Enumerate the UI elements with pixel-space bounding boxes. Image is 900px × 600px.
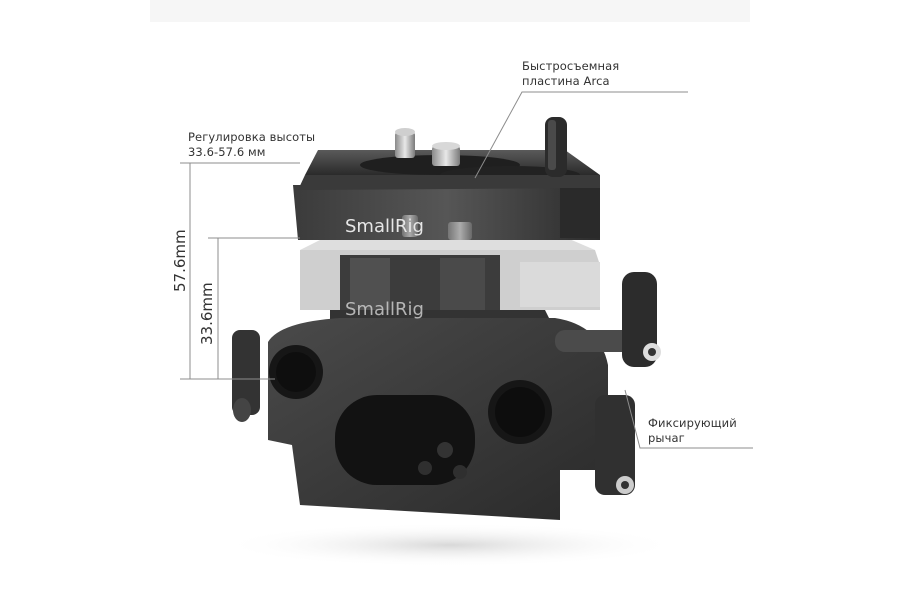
- leader-lines: [474, 91, 753, 449]
- label-line: 33.6-57.6 мм: [188, 145, 266, 159]
- label-locking-lever: Фиксирующий рычаг: [648, 416, 737, 446]
- brand-mark-top: SmallRig: [345, 216, 424, 237]
- floor-shadow: [220, 523, 680, 567]
- label-line: рычаг: [648, 431, 685, 445]
- label-line: Быстросъемная: [522, 59, 620, 73]
- label-line: Фиксирующий: [648, 416, 737, 430]
- quick-release-plate: [293, 117, 600, 240]
- dimension-max-height: 57.6mm: [171, 229, 189, 292]
- top-band: [150, 0, 750, 22]
- dimension-min-height: 33.6mm: [198, 282, 216, 345]
- label-line: Регулировка высоты: [188, 130, 316, 144]
- label-line: пластина Arca: [522, 74, 610, 88]
- label-height-adjustment: Регулировка высоты 33.6-57.6 мм: [188, 130, 315, 160]
- label-quick-release-plate: Быстросъемная пластина Arca: [522, 59, 619, 89]
- dimension-lines: [180, 162, 300, 380]
- rod-clamp-base: [268, 318, 608, 520]
- left-locking-lever: [232, 330, 260, 422]
- brand-mark-lower: SmallRig: [345, 299, 424, 320]
- right-locking-lever: [555, 272, 661, 495]
